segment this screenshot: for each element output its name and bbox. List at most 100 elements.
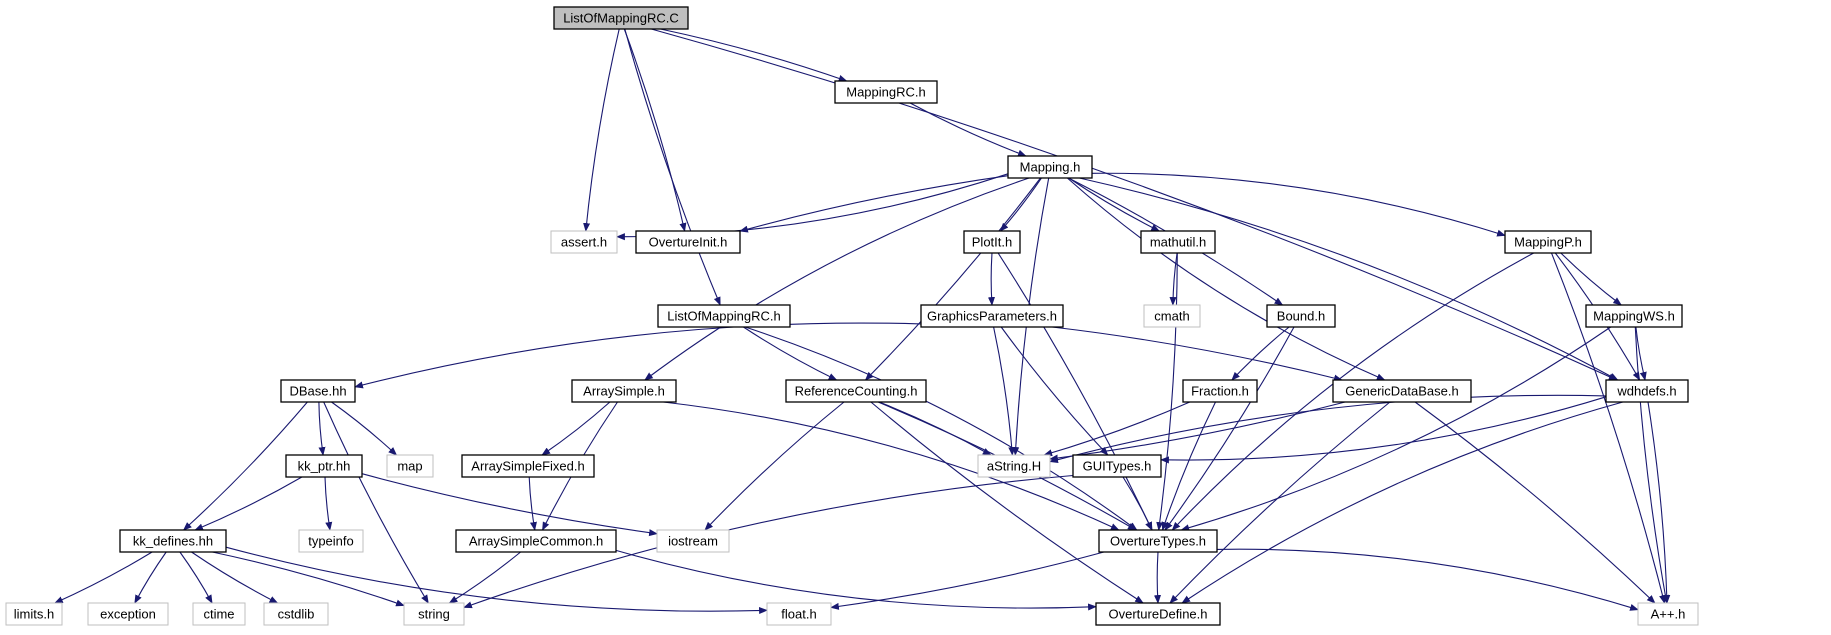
node-label-arraysimple_h: ArraySimple.h [583,384,665,399]
node-guitypes_h[interactable]: GUITypes.h [1072,454,1162,478]
node-genericdatabase_h[interactable]: GenericDataBase.h [1332,379,1472,403]
edge-wdhdefs_h-to-overturedefine_h [1181,401,1624,604]
edge-listofmappingrc_h-to-referencecounting_h [743,326,838,381]
node-label-overtureinit_h: OvertureInit.h [649,235,728,250]
node-label-ctime: ctime [203,607,234,622]
node-box-cmath [1143,304,1201,328]
edge-dbase_hh-to-kk_defines_hh [182,401,308,531]
node-label-listofmappingrc_h: ListOfMappingRC.h [667,309,780,324]
edge-graphicsparameters_h-to-dbase_hh [354,322,922,389]
node-astring_h: aString.H [977,454,1051,478]
node-cstdlib: cstdlib [263,602,329,626]
node-box-referencecounting_h [785,379,927,403]
node-box-kk_defines_hh [119,529,227,553]
edge-mathutil_h-to-cmath [1169,252,1178,306]
edge-dbase_hh-to-map [331,401,398,456]
node-box-exception [87,602,169,626]
node-mathutil_h[interactable]: mathutil.h [1140,230,1216,254]
node-arraysimplecommon_h[interactable]: ArraySimpleCommon.h [455,529,617,553]
node-box-arraysimplefixed_h [461,454,595,478]
node-label-guitypes_h: GUITypes.h [1083,459,1152,474]
node-box-root [553,6,689,30]
edge-root-to-assert_h [583,28,620,232]
node-label-aplusplus_h: A++.h [1651,607,1686,622]
edge-kk_defines_hh-to-string [212,551,405,607]
node-fraction_h[interactable]: Fraction.h [1182,379,1258,403]
edge-fraction_h-to-overturetypes_h [1161,401,1216,531]
node-mapping_h[interactable]: Mapping.h [1007,155,1093,179]
edge-graphicsparameters_h-to-astring_h [993,326,1016,456]
edge-overturetypes_h-to-overturedefine_h [1153,551,1162,604]
edge-kk_defines_hh-to-exception [134,551,167,604]
node-ctime: ctime [192,602,246,626]
node-assert_h: assert.h [550,230,618,254]
node-mappingrc_h[interactable]: MappingRC.h [834,80,938,104]
edge-mapping_h-to-assert_h [616,173,1009,241]
node-box-ctime [192,602,246,626]
node-overturetypes_h[interactable]: OvertureTypes.h [1098,529,1218,553]
edge-graphicsparameters_h-to-genericdatabase_h [1052,326,1343,382]
edge-kk_ptr_hh-to-kk_defines_hh [194,476,303,531]
node-box-string [403,602,465,626]
edge-kk_ptr_hh-to-typeinfo [324,476,333,531]
edge-genericdatabase_h-to-overturedefine_h [1169,401,1391,604]
node-graphicsparameters_h[interactable]: GraphicsParameters.h [920,304,1064,328]
node-box-overturedefine_h [1095,602,1221,626]
edge-mathutil_h-to-overturetypes_h [1156,252,1178,531]
node-bound_h[interactable]: Bound.h [1266,304,1336,328]
node-label-float_h: float.h [781,607,816,622]
node-box-bound_h [1266,304,1336,328]
node-arraysimple_h[interactable]: ArraySimple.h [571,379,677,403]
node-label-wdhdefs_h: wdhdefs.h [1616,384,1676,399]
node-box-overtureinit_h [635,230,741,254]
node-label-assert_h: assert.h [561,235,607,250]
edge-kk_defines_hh-to-ctime [179,551,213,604]
node-box-plotit_h [963,230,1021,254]
edge-guitypes_h-to-overturetypes_h [1122,476,1153,531]
node-kk_defines_hh[interactable]: kk_defines.hh [119,529,227,553]
node-map: map [386,454,434,478]
node-box-float_h [766,602,832,626]
edge-mappingws_h-to-wdhdefs_h [1635,326,1647,381]
node-dbase_hh[interactable]: DBase.hh [280,379,356,403]
edge-dbase_hh-to-kk_ptr_hh [318,401,326,456]
edge-root-to-wdhdefs_h [651,28,1618,381]
node-root[interactable]: ListOfMappingRC.C [553,6,689,30]
node-box-iostream [656,529,730,553]
node-mappingp_h[interactable]: MappingP.h [1504,230,1592,254]
node-box-typeinfo [298,529,364,553]
node-overturedefine_h[interactable]: OvertureDefine.h [1095,602,1221,626]
node-float_h: float.h [766,602,832,626]
node-label-limits_h: limits.h [14,607,54,622]
node-label-kk_defines_hh: kk_defines.hh [133,534,213,549]
node-label-cmath: cmath [1154,309,1189,324]
node-box-kk_ptr_hh [285,454,363,478]
node-label-mappingws_h: MappingWS.h [1593,309,1675,324]
node-referencecounting_h[interactable]: ReferenceCounting.h [785,379,927,403]
node-box-dbase_hh [280,379,356,403]
node-box-mappingp_h [1504,230,1592,254]
edge-genericdatabase_h-to-aplusplus_h [1414,401,1656,604]
edge-mappingp_h-to-aplusplus_h [1550,252,1666,604]
node-label-exception: exception [100,607,156,622]
node-arraysimplefixed_h[interactable]: ArraySimpleFixed.h [461,454,595,478]
node-plotit_h[interactable]: PlotIt.h [963,230,1021,254]
node-label-overturetypes_h: OvertureTypes.h [1110,534,1206,549]
node-listofmappingrc_h[interactable]: ListOfMappingRC.h [657,304,791,328]
edge-referencecounting_h-to-overturedefine_h [870,401,1144,604]
node-wdhdefs_h[interactable]: wdhdefs.h [1605,379,1689,403]
edge-mapping_h-to-mappingp_h [1091,172,1506,237]
node-box-mappingws_h [1585,304,1683,328]
edge-mappingp_h-to-mappingws_h [1560,252,1622,306]
node-overtureinit_h[interactable]: OvertureInit.h [635,230,741,254]
edge-kk_defines_hh-to-cstdlib [191,551,279,604]
node-limits_h: limits.h [5,602,63,626]
node-box-mapping_h [1007,155,1093,179]
node-kk_ptr_hh[interactable]: kk_ptr.hh [285,454,363,478]
edge-kk_ptr_hh-to-iostream [361,473,658,537]
node-box-overturetypes_h [1098,529,1218,553]
node-string: string [403,602,465,626]
node-mappingws_h[interactable]: MappingWS.h [1585,304,1683,328]
